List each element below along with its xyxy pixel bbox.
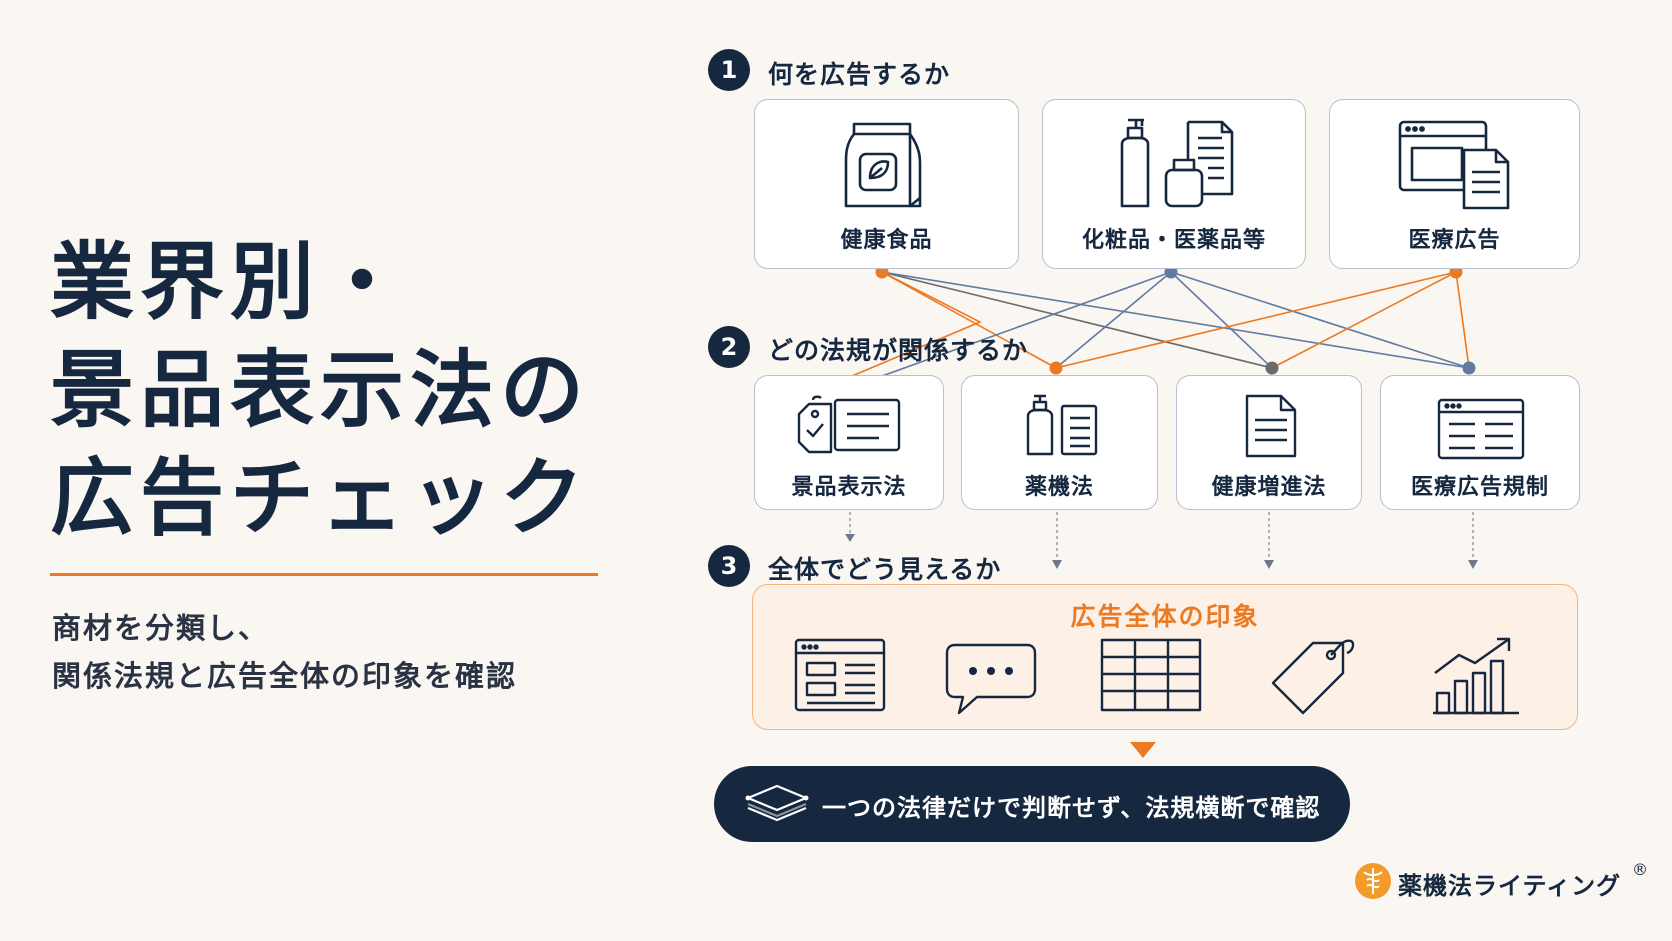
title-line-2: 景品表示法の — [50, 341, 591, 439]
price-tag-icon — [1271, 639, 1355, 715]
webpage-icon — [794, 638, 886, 712]
law-label: 薬機法 — [1024, 475, 1094, 500]
bottle-document-icon — [1120, 118, 1234, 208]
overall-impression-box: 広告全体の印象 — [752, 584, 1578, 730]
impression-title: 広告全体の印象 — [1070, 602, 1260, 631]
subtitle-line-2: 関係法規と広告全体の印象を確認 — [52, 659, 518, 693]
law-card-health-promotion: 健康増進法 — [1176, 375, 1362, 510]
layers-icon — [745, 784, 809, 822]
step-3-number: 3 — [708, 545, 750, 587]
bottle-list-icon — [1026, 394, 1098, 456]
law-card-medical-advertising: 医療広告規制 — [1380, 375, 1580, 510]
law-label: 医療広告規制 — [1410, 475, 1549, 500]
title-divider — [50, 573, 598, 576]
growth-chart-icon — [1433, 637, 1519, 715]
title-line-3: 広告チェック — [50, 449, 591, 547]
category-card-health-food: 健康食品 — [754, 99, 1019, 269]
browser-document-icon — [1398, 120, 1510, 210]
document-icon — [1245, 394, 1297, 458]
subtitle-line-1: 商材を分類し、 — [52, 611, 270, 645]
tag-checklist-icon — [797, 395, 901, 454]
step-1-label: 何を広告するか — [768, 60, 951, 89]
browser-list-icon — [1437, 398, 1525, 460]
supplement-bag-icon — [844, 122, 922, 208]
table-icon — [1100, 638, 1202, 712]
category-card-medical-ad: 医療広告 — [1329, 99, 1580, 269]
registered-mark: ® — [1632, 860, 1648, 879]
step-2-number: 2 — [708, 326, 750, 368]
step-2-label: どの法規が関係するか — [768, 336, 1029, 365]
category-label: 化粧品・医薬品等 — [1081, 228, 1266, 253]
conclusion-banner: 一つの法律だけで判断せず、法規横断で確認 — [714, 766, 1350, 842]
category-label: 医療広告 — [1408, 228, 1501, 253]
category-card-cosmetics-pharma: 化粧品・医薬品等 — [1042, 99, 1306, 269]
law-label: 景品表示法 — [791, 475, 907, 500]
law-card-premiums-representations: 景品表示法 — [754, 375, 944, 510]
step-3-label: 全体でどう見えるか — [768, 555, 1002, 584]
law-card-pmd-act: 薬機法 — [961, 375, 1158, 510]
caduceus-icon — [1355, 863, 1391, 899]
step-1-number: 1 — [708, 49, 750, 91]
category-label: 健康食品 — [840, 228, 933, 253]
conclusion-text: 一つの法律だけで判断せず、法規横断で確認 — [822, 794, 1321, 822]
law-label: 健康増進法 — [1211, 475, 1327, 500]
speech-bubble-icon — [945, 643, 1037, 715]
title-line-1: 業界別・ — [50, 233, 411, 331]
brand-name: 薬機法ライティング — [1398, 872, 1622, 900]
